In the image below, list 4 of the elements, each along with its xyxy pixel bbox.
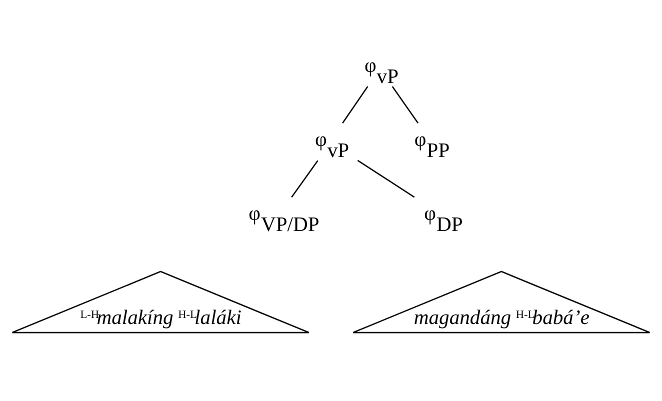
connector bbox=[342, 86, 368, 124]
connector bbox=[357, 159, 415, 198]
connector bbox=[392, 86, 419, 124]
connector bbox=[291, 160, 318, 198]
